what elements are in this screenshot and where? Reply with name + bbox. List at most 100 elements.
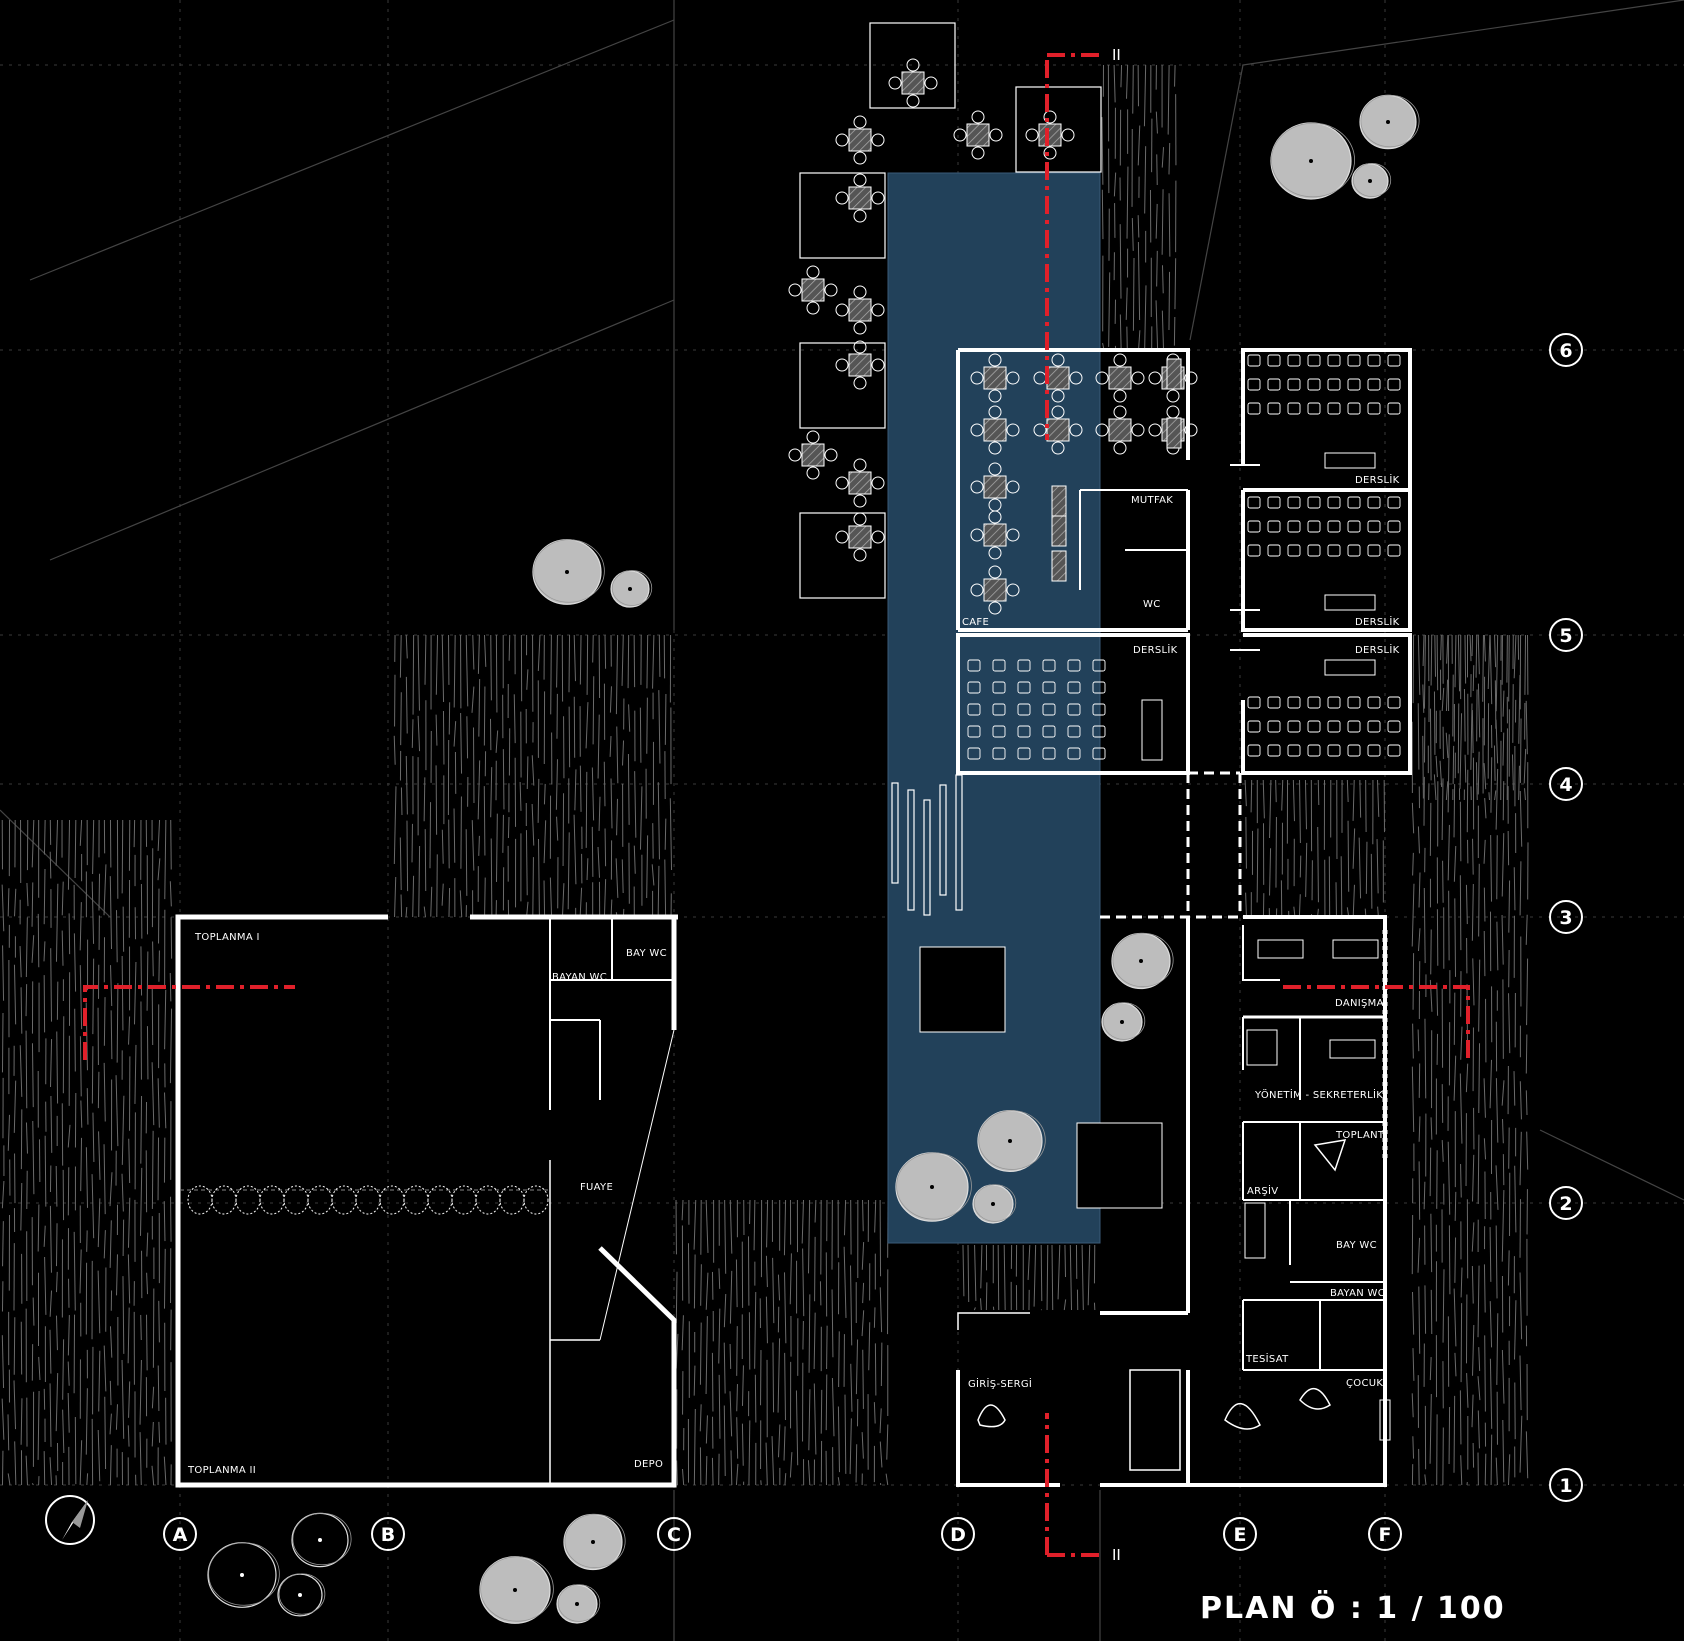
paving-stroke [158, 1300, 160, 1343]
paving-stroke [164, 1092, 167, 1129]
paving-stroke [483, 634, 487, 667]
grid-row-4: 4 [1559, 774, 1572, 796]
paving-stroke [507, 816, 510, 839]
chair [853, 321, 867, 335]
paving-stroke [1003, 1244, 1006, 1311]
chair [853, 376, 867, 390]
paving-stroke [820, 1389, 823, 1434]
desk [1307, 744, 1321, 757]
paving-stroke [718, 1268, 721, 1289]
paving-stroke [724, 1199, 727, 1274]
paving-stroke [658, 690, 661, 764]
paving-stroke [729, 1199, 733, 1254]
paving-stroke [1244, 779, 1247, 807]
paving-stroke [849, 1418, 852, 1475]
paving-stroke [886, 1424, 889, 1460]
paving-stroke [49, 851, 52, 879]
paving-stroke [1513, 867, 1516, 911]
desk [1287, 378, 1301, 391]
paving-stroke [1418, 1161, 1421, 1220]
table-top [801, 278, 825, 302]
chair [871, 358, 885, 372]
paving-stroke [1377, 779, 1380, 817]
paving-stroke [133, 819, 136, 848]
chair [871, 303, 885, 317]
paving-stroke [1119, 224, 1122, 299]
paving-stroke [1454, 1191, 1457, 1221]
paving-stroke [1484, 798, 1487, 819]
paving-stroke [424, 634, 427, 685]
paving-stroke [424, 829, 427, 892]
paving-stroke [693, 1408, 696, 1485]
paving-stroke [1424, 1285, 1427, 1334]
paving-stroke [1, 1180, 5, 1209]
desk [1017, 747, 1031, 760]
paving-stroke [1033, 1244, 1037, 1307]
paving-stroke [634, 771, 637, 838]
paving-stroke [460, 712, 463, 774]
paving-stroke [163, 1201, 166, 1242]
paving-stroke [591, 767, 595, 821]
paving-stroke [657, 865, 660, 918]
paving-stroke [109, 1445, 112, 1486]
paving-stroke [808, 1199, 811, 1274]
cafe-table [835, 458, 885, 508]
paving-stroke [705, 1316, 708, 1395]
paving-stroke [80, 1100, 83, 1128]
chair [1061, 128, 1075, 142]
paving-stroke [472, 634, 475, 670]
chair [970, 583, 984, 597]
tree-outline [1271, 122, 1356, 198]
paving-stroke [766, 1199, 769, 1248]
fuaye-railing [187, 1185, 549, 1215]
paving-stroke [412, 875, 415, 918]
tree-outline [292, 1512, 352, 1566]
paving-stroke [400, 894, 403, 918]
paving-stroke [418, 845, 421, 918]
paving-stroke [399, 837, 402, 891]
paving-stroke [1250, 779, 1253, 813]
desk [1267, 496, 1281, 509]
paving-stroke [128, 1381, 131, 1418]
paving-stroke [885, 1473, 889, 1486]
paving-stroke [502, 814, 504, 853]
paving-stroke [519, 781, 522, 811]
paving-stroke [55, 1373, 59, 1432]
paving-stroke [25, 917, 28, 978]
paving-stroke [133, 962, 137, 1025]
paving-stroke [508, 634, 511, 661]
paving-stroke [405, 907, 408, 918]
paving-stroke [1496, 1313, 1499, 1385]
paving-stroke [748, 1420, 751, 1486]
desk [1017, 659, 1031, 672]
paving-stroke [1502, 1119, 1504, 1144]
paving-stroke [1471, 1222, 1475, 1252]
paving-stroke [561, 883, 565, 918]
paving-stroke [127, 1197, 131, 1248]
paving-stroke [1471, 1266, 1474, 1304]
tree-icon [556, 1584, 601, 1624]
paving-stroke [98, 1131, 101, 1180]
desk [1327, 544, 1341, 557]
paving-stroke [1472, 838, 1474, 875]
paving-stroke [1, 1335, 5, 1389]
desk [1347, 720, 1361, 733]
paving-stroke [1429, 708, 1432, 781]
paving-stroke [862, 1349, 864, 1409]
paving-stroke [604, 634, 607, 669]
desk [1327, 696, 1341, 709]
paving-stroke [55, 1271, 58, 1293]
paving-stroke [568, 634, 571, 693]
desk [1367, 354, 1381, 367]
paving-stroke [7, 1414, 10, 1451]
paving-stroke [1040, 1244, 1043, 1302]
paving-stroke [1352, 884, 1355, 918]
paving-stroke [169, 881, 172, 907]
chair [888, 76, 902, 90]
grid-marker-labels: A B C D E F 1 2 3 4 5 6 [173, 340, 1573, 1546]
paving-stroke [741, 1423, 744, 1466]
label-wc: WC [1143, 599, 1160, 610]
paving-stroke [1494, 634, 1497, 668]
paving-stroke [807, 1460, 811, 1486]
paving-stroke [19, 946, 22, 978]
